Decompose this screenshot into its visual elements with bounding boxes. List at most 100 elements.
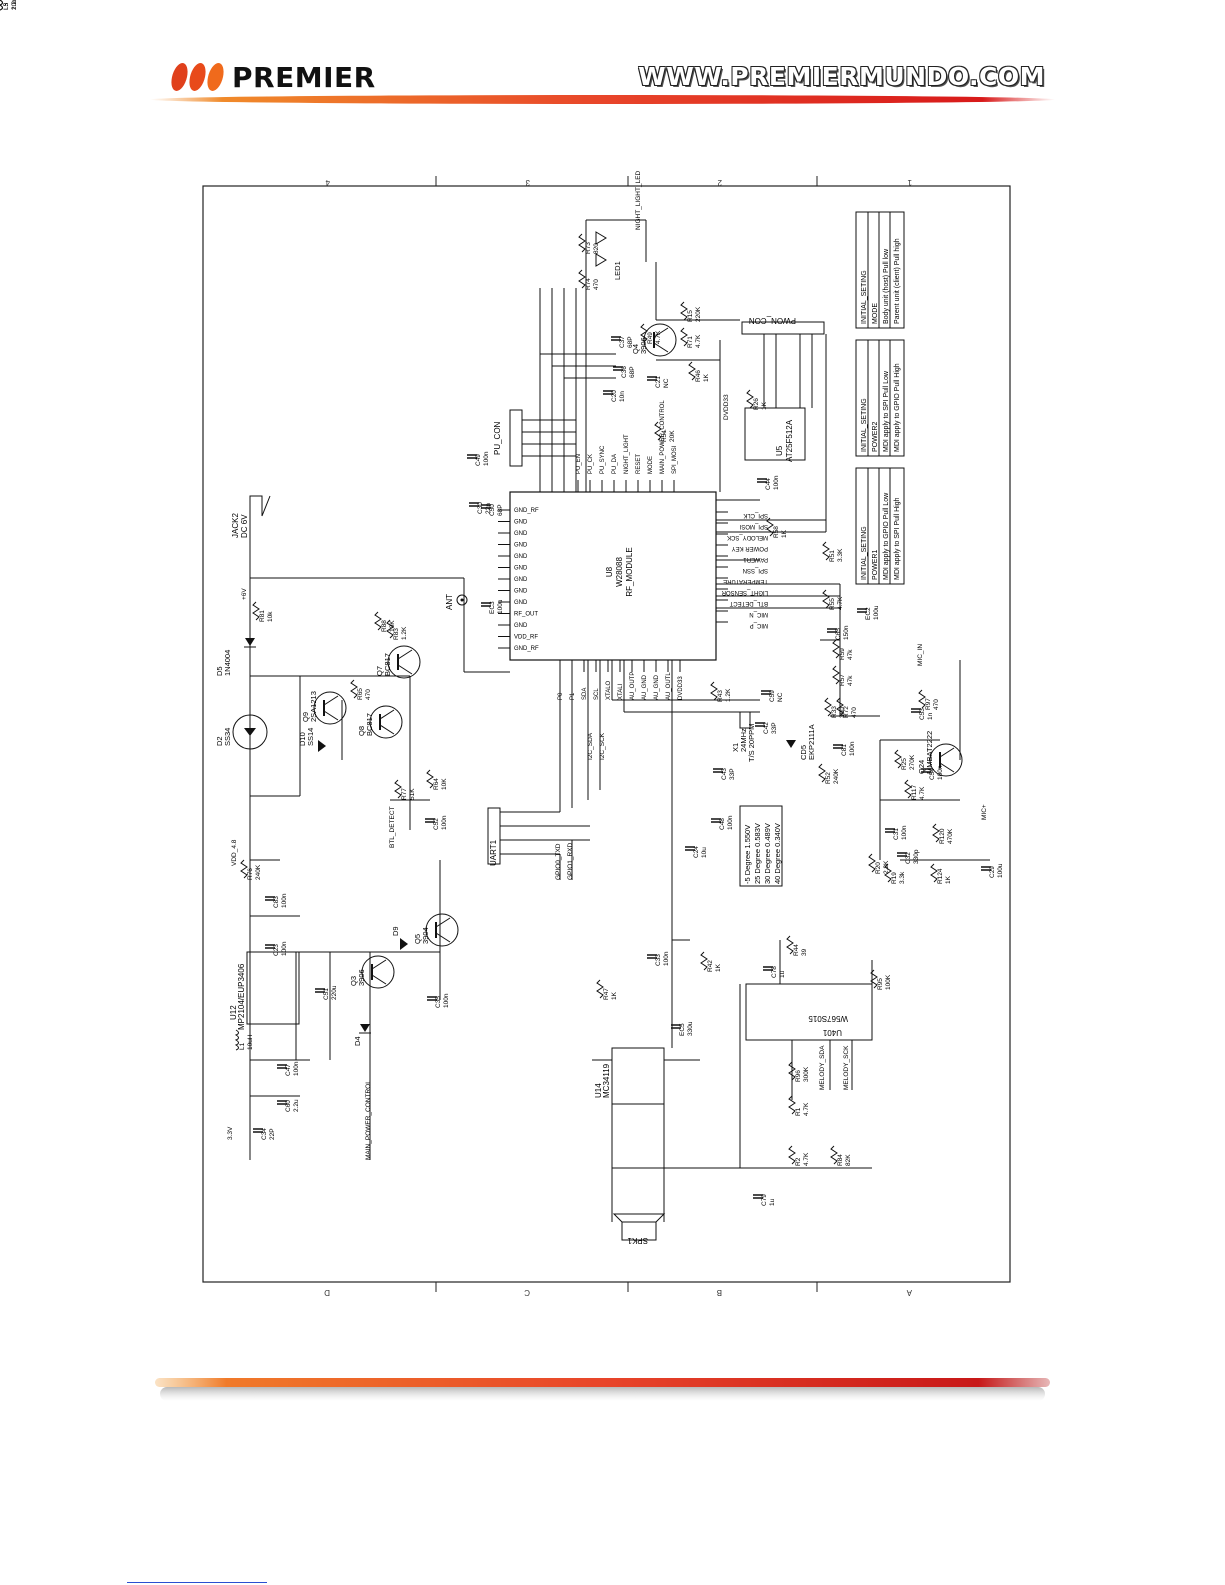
transistor-ref: Q5 bbox=[413, 934, 422, 944]
pwon-con-connector: PWON_CON bbox=[741, 316, 825, 335]
diode-ref: CD5 bbox=[799, 745, 808, 760]
component-value: 100n bbox=[773, 475, 780, 490]
component-ref: C43 bbox=[721, 768, 728, 780]
module-pin-bottom: XTALI bbox=[618, 683, 624, 700]
transistor-ref: Q9 bbox=[301, 712, 310, 722]
logo-text: PREMIER bbox=[232, 60, 376, 94]
component-value: 470K bbox=[947, 828, 954, 844]
ic-ref: U12 bbox=[229, 1005, 238, 1020]
component-ref: R72 bbox=[843, 706, 850, 718]
component-value: 68P bbox=[627, 336, 634, 348]
component-value: NC bbox=[777, 692, 784, 702]
component-ref: R97 bbox=[925, 698, 932, 710]
component-ref: C21 bbox=[655, 376, 662, 388]
component-ref: C34 bbox=[261, 1128, 268, 1140]
net-label: VDD_4.8 bbox=[231, 839, 238, 866]
component-ref: R1 bbox=[795, 1107, 802, 1116]
module-pin-right: PAWER1 bbox=[743, 556, 768, 562]
setting-row: Body unit (host) Pull low bbox=[883, 248, 890, 324]
component-ref: R49 bbox=[647, 332, 654, 344]
component-ref: R19 bbox=[891, 872, 898, 884]
module-pin-top: PU_EN bbox=[576, 454, 582, 474]
module-pin-right: MIC_N bbox=[749, 611, 768, 617]
diode-ref: D5 bbox=[215, 666, 224, 676]
transistor-part: BC817 bbox=[365, 713, 374, 736]
component-value: 33P bbox=[771, 722, 778, 734]
component-ref: C31 bbox=[893, 828, 900, 840]
component-ref: R64 bbox=[433, 778, 440, 790]
net-label: MAIN_POWER_CONTROL bbox=[365, 1080, 372, 1160]
component-ref: R74 bbox=[585, 278, 592, 290]
net-label: I2C_SCK bbox=[599, 732, 606, 760]
component-ref: C53 bbox=[919, 708, 926, 720]
net-label: DVDD33 bbox=[723, 394, 730, 420]
border-mark: D bbox=[324, 1288, 330, 1297]
component-value: 68P bbox=[497, 504, 504, 516]
component-value: 470 bbox=[851, 707, 858, 718]
component-value: 100u bbox=[497, 599, 504, 614]
diode-ref: D9 bbox=[391, 926, 400, 936]
module-pin-bottom: AU_OUTL bbox=[666, 672, 672, 700]
component-ref: R65 bbox=[357, 688, 364, 700]
frame-ticks bbox=[435, 176, 818, 1292]
diode-ref: LED1 bbox=[613, 261, 622, 280]
component-value: 2.2K bbox=[883, 860, 890, 874]
component-value: 4.7K bbox=[695, 334, 702, 348]
diode-part: SS14 bbox=[306, 728, 315, 746]
component-value: 4.7K bbox=[655, 330, 662, 344]
module-pin-left: GND_RF bbox=[514, 646, 539, 652]
component-value: 100n bbox=[849, 741, 856, 756]
component-value: 1K bbox=[945, 875, 952, 884]
component-value: 51K bbox=[409, 788, 416, 800]
speaker-spk1: SPK1 bbox=[612, 1213, 666, 1245]
website-url[interactable]: WWW.PREMIERMUNDO.COM bbox=[638, 62, 1045, 91]
border-mark: 4 bbox=[325, 178, 330, 187]
component-value: 100n bbox=[937, 765, 944, 780]
drawing-frame bbox=[202, 185, 1011, 1283]
antenna: ANT bbox=[445, 594, 468, 610]
module-pin-top: SPI_MOSI bbox=[672, 445, 678, 474]
component-value: 100n bbox=[441, 815, 448, 830]
component-value: 82K bbox=[845, 1154, 852, 1166]
component-value: 820 bbox=[593, 243, 600, 254]
setting-title: INITIAL_SETING bbox=[861, 526, 868, 580]
module-pin-right: TEMPERATURE bbox=[723, 578, 768, 584]
component-ref: R55 bbox=[829, 598, 836, 610]
component-ref: R52 bbox=[825, 772, 832, 784]
rf-module-ref: U8 bbox=[605, 566, 614, 577]
crystal-ref: X1 bbox=[731, 743, 740, 752]
component-ref: R84 bbox=[837, 1154, 844, 1166]
module-pin-left: GND bbox=[514, 531, 528, 537]
module-pin-bottom: AU_OUTP bbox=[630, 672, 636, 700]
component-value: 1K bbox=[761, 401, 768, 410]
component-value: 4.7K bbox=[803, 1152, 810, 1166]
module-pin-right: LIGHT_SENSOR bbox=[721, 589, 768, 595]
component-ref: C29 bbox=[989, 866, 996, 878]
component-value: 330u bbox=[687, 1021, 694, 1036]
component-value: 100n bbox=[483, 451, 490, 466]
module-pin-top: RESET bbox=[636, 454, 642, 474]
